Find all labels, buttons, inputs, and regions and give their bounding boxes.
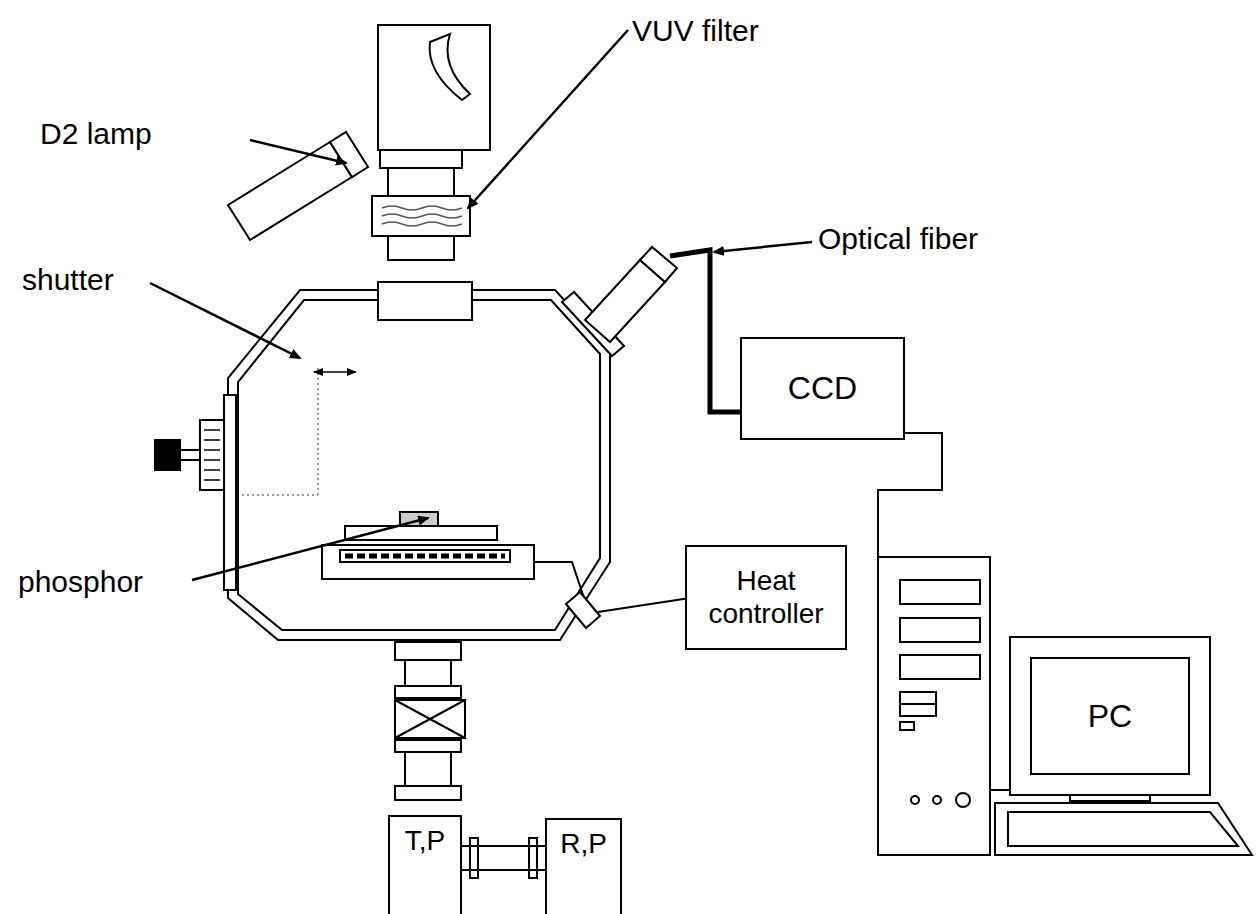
node-text: PC	[1088, 698, 1132, 735]
part-label: VUV filter	[632, 14, 759, 47]
detector-box: CCD	[740, 337, 905, 440]
controller-box: Heat controller	[685, 545, 847, 650]
node-text: T,P	[405, 825, 445, 857]
part-label: shutter	[22, 263, 114, 296]
pump-box: T,P	[388, 815, 462, 914]
pipe-connector	[462, 846, 545, 870]
node-text: CCD	[788, 370, 857, 407]
part-label: D2 lamp	[40, 117, 152, 150]
node-text: R,P	[560, 828, 607, 860]
part-label: Optical fiber	[818, 222, 978, 255]
pump-box: R,P	[545, 818, 622, 914]
part-label: phosphor	[18, 565, 143, 598]
monitor-screen: PC	[1030, 657, 1190, 775]
node-text: Heat controller	[687, 565, 845, 629]
